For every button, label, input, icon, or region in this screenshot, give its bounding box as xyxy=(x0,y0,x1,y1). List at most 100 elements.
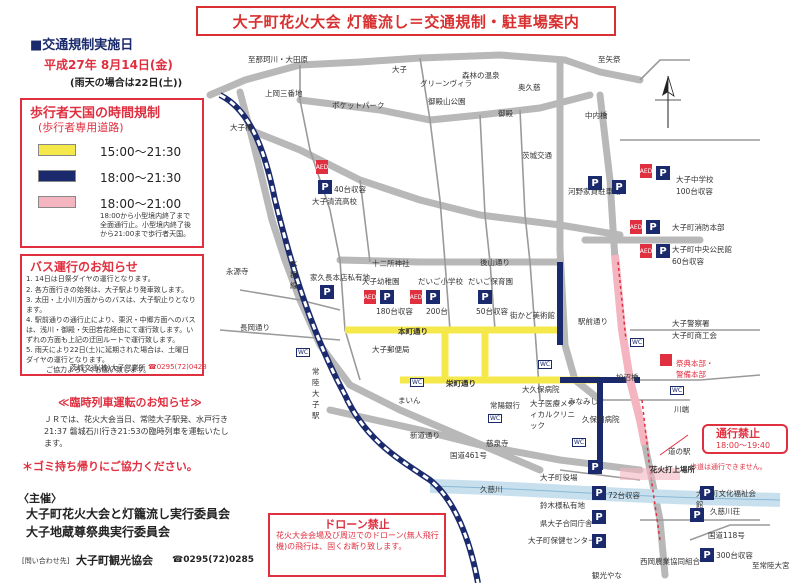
map-title: 大子町花火大会 灯籠流し＝交通規制・駐車場案内 xyxy=(196,6,616,36)
parking-icon: P xyxy=(646,220,660,234)
park-cap-180: 180台収容 xyxy=(376,307,413,316)
label-ekimae: 駅前通り xyxy=(578,317,608,326)
label-shitoyoku: 至常陸大宮 xyxy=(752,561,790,570)
park-cap-200: 200台 xyxy=(426,307,448,316)
organizer-line2: 大子地蔵尊祭典実行委員会 xyxy=(26,525,171,539)
train-title: ≪臨時列車運転のお知らせ≫ xyxy=(58,396,202,409)
label-shokokai: 大子町商工会 xyxy=(672,331,717,340)
label-shiren: 奥久慈 xyxy=(518,83,541,92)
wc-icon: WC xyxy=(572,438,586,447)
label-to-yamizo: 至矢祭 xyxy=(598,55,621,64)
park-cap-60: 60台収容 xyxy=(672,257,705,266)
parking-icon: P xyxy=(426,290,440,304)
label-kamino-sanbashi: 上岡三番地 xyxy=(265,89,303,98)
parking-icon: P xyxy=(320,285,334,299)
label-nagaoka: 長岡通り xyxy=(240,323,270,332)
bus-item: 3. 太田・上小川方面からのバスは、大子駅止りとなります。 xyxy=(26,296,196,314)
drone-title: ドローン禁止 xyxy=(324,518,390,531)
aed-icon: AED xyxy=(316,160,328,174)
label-clinic: 大子医療メディカルクリニック xyxy=(530,399,575,430)
label-mainkan: まいん xyxy=(398,396,421,405)
parking-icon: P xyxy=(588,176,602,190)
contact-label: [問い合わせ先] xyxy=(22,557,70,565)
label-yakuba: 大子町役場 xyxy=(540,473,578,482)
parking-icon: P xyxy=(700,486,714,500)
garbage-notice: ＊ゴミ持ち帰りにご協力ください。 xyxy=(22,460,198,473)
aed-icon: AED xyxy=(364,290,376,304)
label-hanabi-site: 花火打上場所 xyxy=(650,465,695,474)
label-greenvilla: グリーンヴィラ xyxy=(420,79,473,88)
train-body: ＪＲでは、花火大会当日、常陸大子駅発、水戸行き21:37 磐城石川行き21:53… xyxy=(44,415,229,448)
legend-note: 18:00から小型境内終了まで全面通行止。小型境内終了後から21:00まで歩行者… xyxy=(100,212,191,238)
no-traffic-box xyxy=(702,424,788,454)
label-yubinkyoku: 大子郵便局 xyxy=(372,345,410,354)
parking-icon: P xyxy=(690,508,704,522)
label-tankyo: 大子橋 xyxy=(230,123,253,132)
label-onsen: 森林の温泉 xyxy=(462,71,500,80)
wc-icon: WC xyxy=(488,414,502,423)
wc-icon: WC xyxy=(296,348,310,357)
bus-company: 茨城交通(株)大子営業所 xyxy=(70,364,146,372)
label-shakaku: 久慈川荘 xyxy=(710,507,740,516)
drone-notice-box xyxy=(268,513,446,577)
label-route118: 国道118号 xyxy=(708,531,745,540)
label-michinoeki: 道の駅 xyxy=(668,447,691,456)
contact-phone: ☎0295(72)0285 xyxy=(172,555,255,565)
no-traffic-note: 歩道は通行できません。 xyxy=(690,463,767,471)
north-arrow-icon xyxy=(655,75,681,128)
parking-icon: P xyxy=(318,180,332,194)
label-pocket-park: ポケットパーク xyxy=(332,101,385,110)
label-suzuki: 鈴木様私有地 xyxy=(540,501,585,510)
wc-icon: WC xyxy=(630,338,644,347)
label-sorekimura: 大子警察署 xyxy=(672,319,710,328)
parking-icon: P xyxy=(656,244,670,258)
bus-notice-box xyxy=(20,254,204,376)
label-chugakko: 大子中学校 xyxy=(676,175,714,184)
legend-swatch-navy xyxy=(38,170,76,182)
label-hoken: 大子町保健センター xyxy=(528,536,596,545)
label-daigo-hoikuen: だいご保育園 xyxy=(468,277,513,286)
label-gotenkouen: 御殿山公園 xyxy=(428,97,466,106)
park-cap-50: 50台収容 xyxy=(476,307,509,316)
label-kasumi: 家久長本店私有地 xyxy=(310,273,370,282)
label-yamane: 街かど美術館 xyxy=(510,311,555,320)
aed-icon: AED xyxy=(410,290,422,304)
label-ookubo: 大子清流高校 xyxy=(312,197,357,206)
park-cap-72: 72台収容 xyxy=(608,491,641,500)
label-kushigawa: 久慈川 xyxy=(480,485,503,494)
wc-icon: WC xyxy=(538,360,552,369)
contact-name: 大子町観光協会 xyxy=(76,554,153,567)
label-joyo: 常陽銀行 xyxy=(490,401,520,410)
parking-icon: P xyxy=(478,290,492,304)
label-juunikyo: 十二所神社 xyxy=(372,259,410,268)
parking-icon: P xyxy=(592,510,606,524)
legend-swatch-yellow xyxy=(38,144,76,156)
label-minami: みなみし xyxy=(568,397,598,406)
schedule-date: 平成27年 8月14日(金) xyxy=(44,58,173,72)
label-to-atamagawa: 至那珂川・大田原 xyxy=(248,55,308,64)
festival-hq-marker xyxy=(660,354,672,366)
legend-label-navy: 18:00～21:30 xyxy=(100,171,182,185)
pedestrian-pink-route xyxy=(611,254,649,446)
bus-item: 5. 雨天により22日(土)に延期された場合は、土曜日ダイヤの運行となります。 xyxy=(26,346,190,364)
bus-item: 2. 各方面行きの始発は、大子駅より発車致します。 xyxy=(26,285,189,294)
wc-icon: WC xyxy=(670,386,684,395)
label-toshima: 松沼橋 xyxy=(616,373,639,382)
bus-item: 1. 14日は日祭ダイヤの運行となります。 xyxy=(26,275,155,283)
label-daigo-kindergarten: 大子幼稚園 xyxy=(362,277,400,286)
legend-swatch-pink xyxy=(38,196,76,208)
no-traffic-time: 18:00～19:40 xyxy=(716,441,771,450)
pedestrian-legend xyxy=(20,98,204,248)
organizer-label: 〈主催〉 xyxy=(18,492,62,505)
organizer-line1: 大子町花火大会と灯籠流し実行委員会 xyxy=(26,507,231,521)
parking-icon: P xyxy=(588,460,602,474)
bus-item: ご協力よろしくお願い致します。 xyxy=(46,366,151,375)
legend-label-pink: 18:00～21:00 xyxy=(100,197,182,211)
label-honmachi: 本町通り xyxy=(398,327,428,336)
parking-icon: P xyxy=(592,534,606,548)
label-omeido: 祭典本部・警備本部 xyxy=(676,359,714,379)
label-goyama: 後山通り xyxy=(480,258,510,267)
schedule-rain: (雨天の場合は22日(土)) xyxy=(70,78,183,89)
label-kouminkan: 大子町中央公民館 xyxy=(672,245,732,254)
